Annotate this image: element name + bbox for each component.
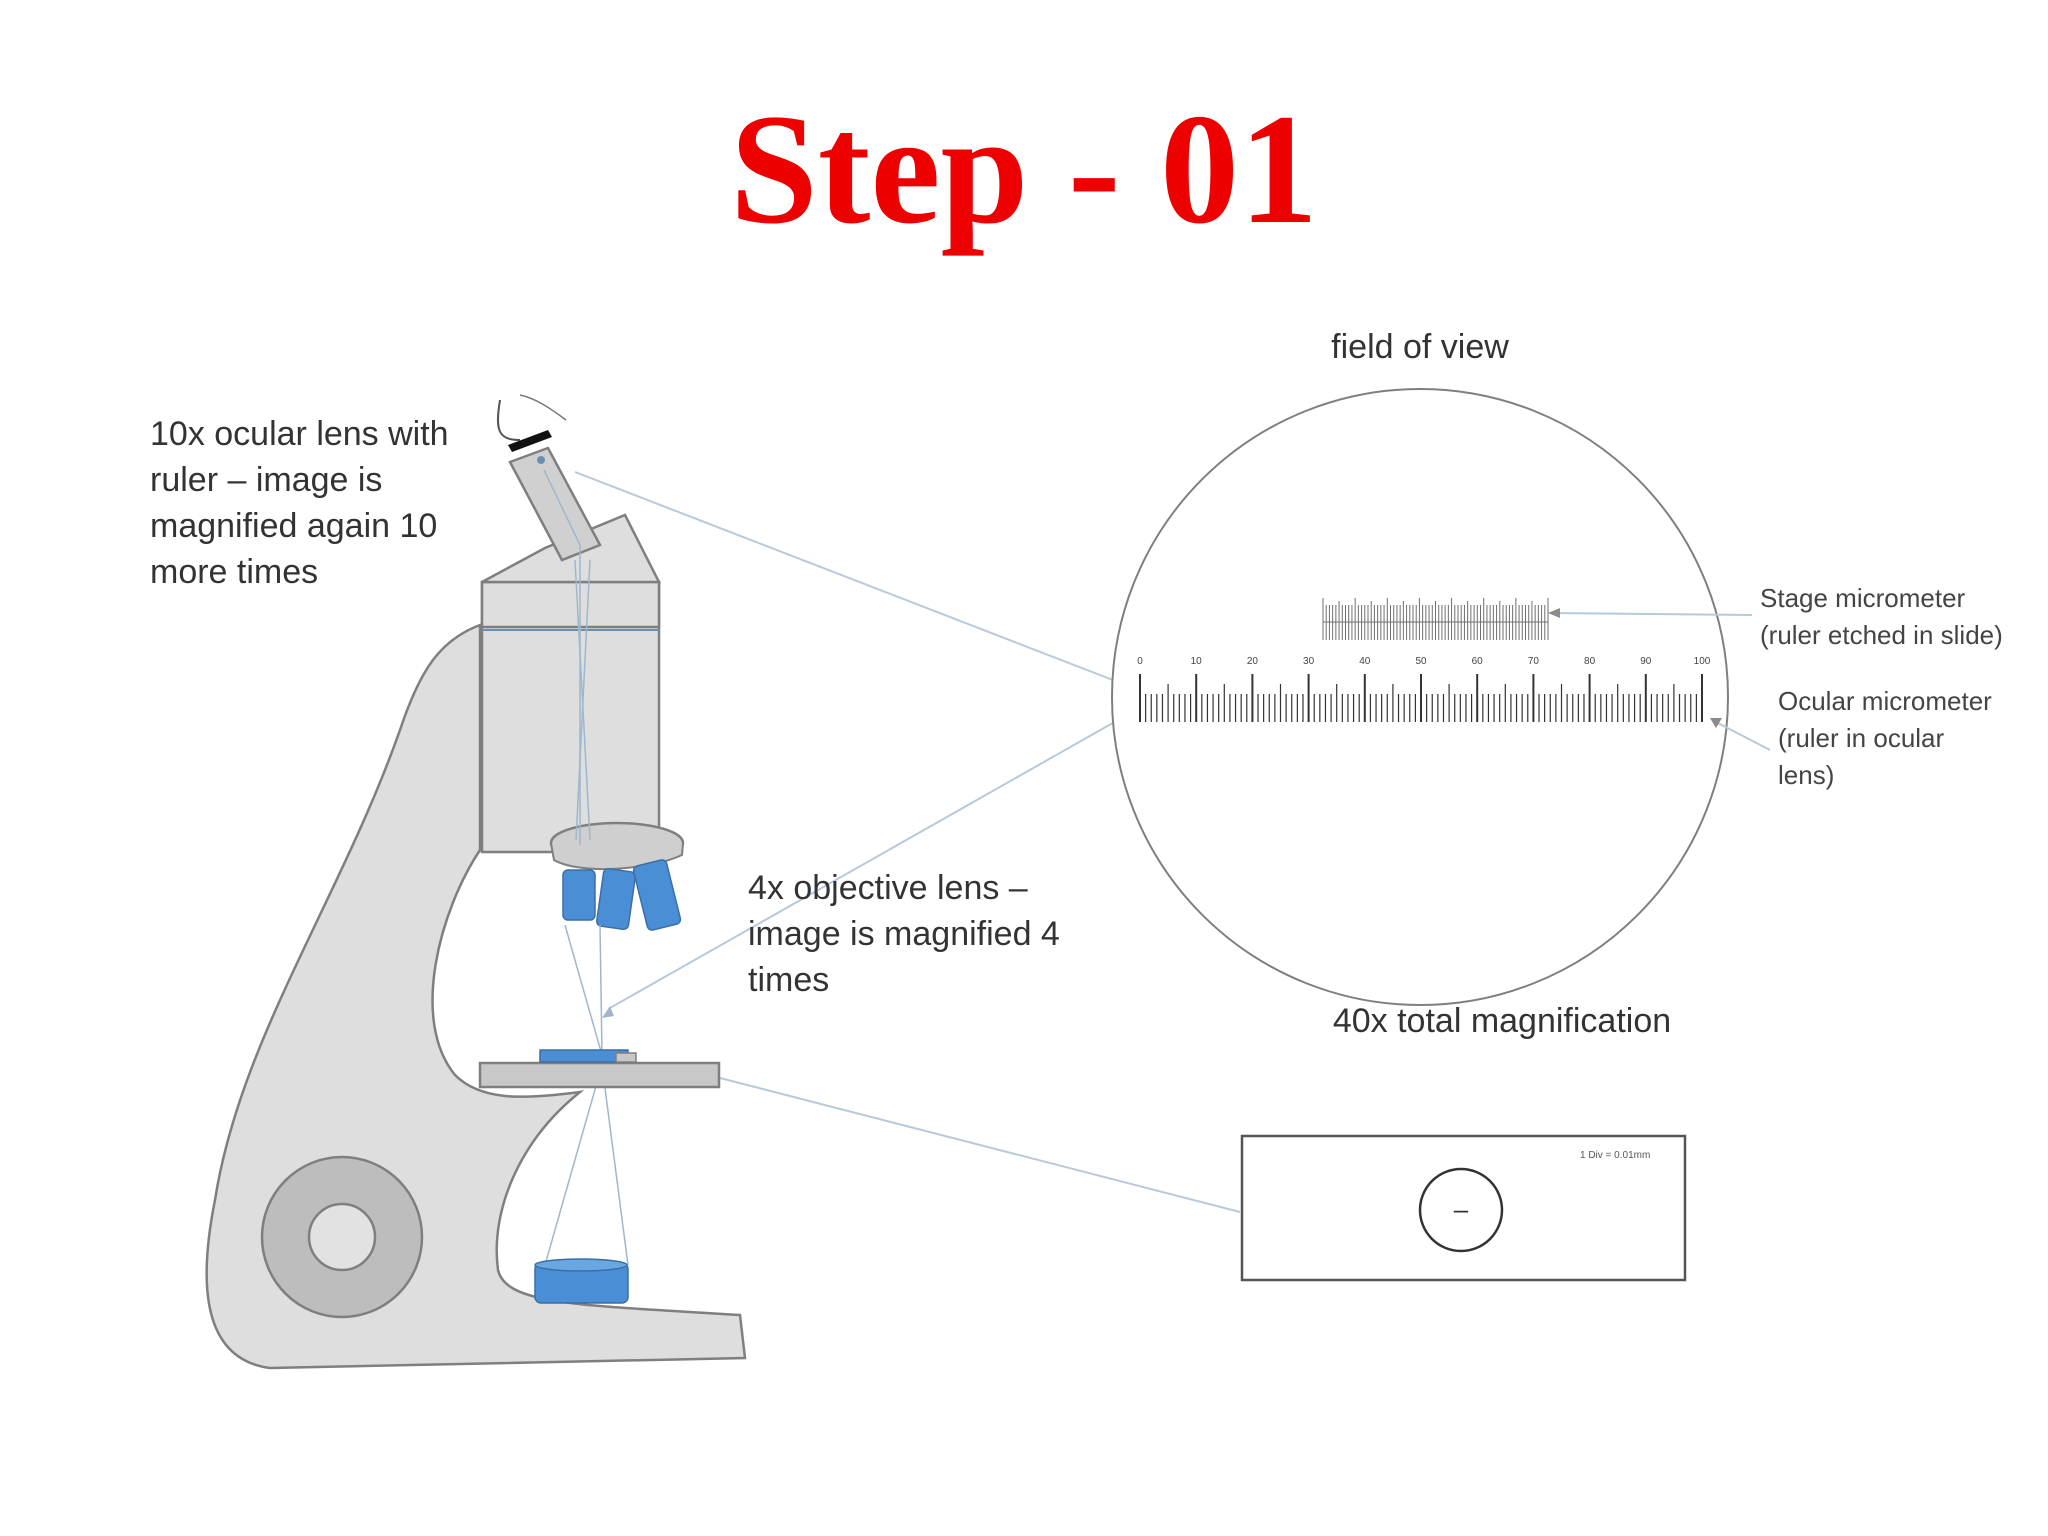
ocular-label: 10x ocular lens with ruler – image is ma… [150, 415, 449, 591]
ocular-micrometer-label-line-1: Ocular micrometer [1778, 686, 1992, 716]
slide-circle [1418, 1167, 1504, 1253]
ocular-micrometer-arrowhead [1710, 718, 1722, 728]
ocular-ruler-number: 10 [1191, 656, 1203, 667]
slide-center-mark: – [1454, 1194, 1469, 1224]
focus-knob-inner [307, 1202, 377, 1272]
field-of-view-label: field of view [1331, 328, 1509, 366]
ocular-label-line-4: more times [150, 553, 318, 591]
microscope-stage [478, 1061, 721, 1089]
ocular-ruler-number: 90 [1640, 656, 1652, 667]
ocular-ruler-number: 20 [1247, 656, 1259, 667]
slide-scale-label: 1 Div = 0.01mm [1580, 1150, 1650, 1161]
slide-outline [1240, 1134, 1687, 1282]
ocular-micrometer-scale [1139, 674, 1703, 722]
objective-pointer-arrow [602, 1006, 614, 1018]
stage-micrometer-scale [1322, 598, 1549, 640]
objective-label-line-3: times [748, 961, 829, 999]
stage-micrometer-label-line-1: Stage micrometer [1760, 583, 1966, 613]
page-title: Step - 01 [730, 82, 1318, 257]
ocular-ruler-number: 30 [1303, 656, 1315, 667]
ocular-label-line-1: 10x ocular lens with [150, 415, 449, 453]
eyepiece-lens-dot [537, 456, 545, 464]
ocular-ruler-number: 100 [1694, 656, 1711, 667]
objective-label-line-1: 4x objective lens – [748, 869, 1028, 907]
ocular-pointer-line [574, 471, 1119, 683]
total-magnification-label: 40x total magnification [1333, 1002, 1671, 1040]
ocular-micrometer-label-line-2: (ruler in ocular [1778, 723, 1945, 753]
condenser-lens-top [534, 1258, 628, 1272]
stage-micrometer-label: Stage micrometer (ruler etched in slide) [1760, 583, 2003, 650]
ocular-micrometer-label-line-3: lens) [1778, 760, 1834, 790]
ocular-label-line-3: magnified again 10 [150, 507, 437, 545]
ocular-ruler-number: 50 [1415, 656, 1427, 667]
objective-label: 4x objective lens – image is magnified 4… [748, 869, 1060, 999]
ocular-scale-labels: 0 10 20 30 40 50 60 70 80 90 100 [1137, 656, 1711, 667]
ocular-micrometer-pointer [1711, 719, 1771, 751]
slide-clip [615, 1052, 637, 1063]
eye-icon [496, 394, 567, 452]
stage-micrometer-arrowhead [1548, 608, 1560, 618]
microscope-head [480, 580, 661, 629]
ocular-ruler-number: 0 [1137, 656, 1143, 667]
objective-pointer-line [609, 719, 1119, 1009]
slide-detail: – 1 Div = 0.01mm [1240, 1134, 1687, 1282]
ocular-label-line-2: ruler – image is [150, 461, 382, 499]
stage-micrometer-label-line-2: (ruler etched in slide) [1760, 620, 2003, 650]
stage-pointer-line [719, 1077, 1241, 1213]
eyepiece-tube [508, 446, 602, 562]
ocular-ruler-number: 70 [1528, 656, 1540, 667]
ocular-ruler-number: 40 [1359, 656, 1371, 667]
objective-lens-3 [632, 859, 682, 931]
ocular-ruler-number: 60 [1472, 656, 1484, 667]
objective-lens-2 [596, 867, 636, 931]
ocular-micrometer-label: Ocular micrometer (ruler in ocular lens) [1778, 686, 1992, 790]
light-path [543, 469, 629, 1266]
stage-micrometer-pointer [1549, 612, 1753, 616]
ocular-ruler-number: 80 [1584, 656, 1596, 667]
objective-lens-1 [562, 869, 596, 921]
objective-label-line-2: image is magnified 4 [748, 915, 1060, 953]
microscope-illustration [205, 394, 1241, 1370]
field-of-view: 0 10 20 30 40 50 60 70 80 90 100 [1111, 388, 1729, 1006]
slide-on-stage [539, 1049, 629, 1063]
